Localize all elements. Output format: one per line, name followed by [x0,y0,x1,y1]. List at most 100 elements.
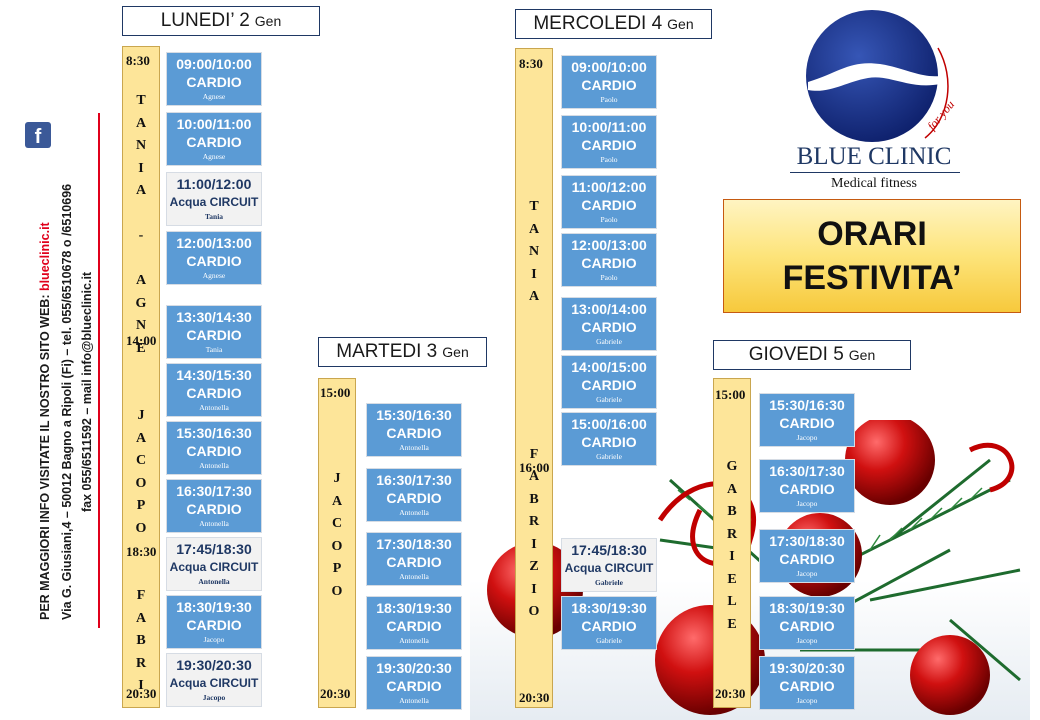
staff-letter [522,421,546,444]
staff-letter: A [135,273,147,288]
class-name: Acqua CIRCUIT [169,195,259,209]
class-name: Acqua CIRCUIT [564,561,654,575]
staff-letter: C [135,453,147,468]
class-time: 10:00/11:00 [571,119,647,135]
staff-letter: I [531,266,537,282]
staff-letter: - [138,228,144,243]
website-link[interactable]: blueclinic.it [38,222,52,292]
class-name: CARDIO [581,377,637,393]
staff-letter: B [727,504,737,519]
class-name: CARDIO [386,678,442,694]
staff-letter: A [528,469,540,484]
class-time: 17:30/18:30 [769,533,845,549]
class-instructor: Jacopo [796,696,818,705]
time-label: 20:30 [715,686,746,701]
class-name: CARDIO [581,77,637,93]
class-name: CARDIO [186,501,242,517]
class-instructor: Agnese [202,271,226,280]
staff-letter: T [529,199,539,214]
class-time: 18:30/19:30 [176,599,252,615]
staff-letter: R [528,514,540,529]
class-time: 18:30/19:30 [571,600,647,616]
time-label: 20:30 [519,690,550,705]
staff-letter: E [136,340,146,356]
class-instructor: Jacopo [796,433,818,442]
staff-letter: A [135,610,147,626]
class-instructor: Antonella [199,403,229,412]
staff-letter: A [135,430,147,446]
class-name: CARDIO [779,618,835,634]
class-instructor: Antonella [198,577,230,586]
class-instructor: Jacopo [202,693,226,702]
class-instructor: Jacopo [796,569,818,578]
staff-letter: P [136,498,146,513]
class-instructor: Tania [204,212,224,221]
logo-divider [790,172,960,173]
class-time: 11:00/12:00 [571,179,647,195]
blue-clinic-logo [806,10,949,142]
staff-letter: R [726,526,738,542]
class-instructor: Gabriele [596,337,622,346]
class-instructor: Agnese [202,152,226,161]
facebook-icon[interactable]: f [25,122,51,148]
class-instructor: Paolo [600,273,618,282]
class-name: CARDIO [779,678,835,694]
staff-letter: J [333,471,341,486]
class-name: CARDIO [779,481,835,497]
class-time: 17:45/18:30 [571,542,647,558]
class-instructor: Jacopo [796,636,818,645]
class-time: 15:30/16:30 [769,397,845,413]
staff-letter: F [136,588,146,603]
title-banner: ORARI FESTIVITA’ [723,199,1021,313]
staff-letter: G [135,295,147,311]
class-time: 16:30/17:30 [176,483,252,499]
staff-letter: A [528,289,540,304]
staff-letter [129,540,153,563]
title-line-2: FESTIVITA’ [782,259,962,297]
website-info-text: PER MAGGIORI INFO VISITATE IL NOSTRO SIT… [38,222,52,620]
fax-mail-text: fax 055/6511592 – mail info@blueclinic.i… [80,271,94,512]
class-time: 10:00/11:00 [176,116,252,132]
class-time: 15:30/16:30 [376,407,452,423]
class-time: 09:00/10:00 [571,59,647,75]
class-name: CARDIO [581,434,637,450]
class-time: 18:30/19:30 [769,600,845,616]
staff-letter [522,354,546,377]
class-time: 18:30/19:30 [376,600,452,616]
class-instructor: Antonella [199,519,229,528]
class-name: CARDIO [581,618,637,634]
class-instructor: Antonella [399,508,429,517]
